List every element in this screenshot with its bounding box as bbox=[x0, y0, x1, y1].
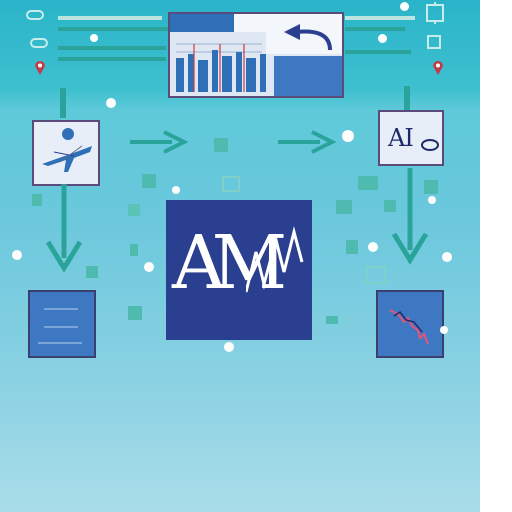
top-rail-right-2 bbox=[345, 27, 405, 31]
location-pin-icon bbox=[433, 61, 443, 75]
panel-header-dark bbox=[170, 14, 234, 32]
decor-dot bbox=[90, 34, 98, 42]
center-tile-text: AM bbox=[172, 220, 287, 306]
bottom-left-tile-line bbox=[44, 308, 78, 310]
decor-dot bbox=[442, 252, 452, 262]
decor-dot bbox=[12, 250, 22, 260]
decor-square bbox=[222, 176, 240, 192]
decor-dot bbox=[224, 342, 234, 352]
center-tile: AM bbox=[166, 200, 312, 340]
bottom-right-tile bbox=[376, 290, 444, 358]
scribble-graphic bbox=[389, 309, 429, 345]
chip-icon bbox=[427, 35, 441, 49]
top-panel bbox=[168, 12, 344, 98]
top-rail-right bbox=[345, 16, 415, 20]
chart-bar bbox=[198, 60, 208, 92]
right-vertical-connector bbox=[404, 86, 410, 110]
curved-back-arrow-icon bbox=[284, 24, 332, 51]
diagram-canvas: AI AM bbox=[0, 0, 480, 512]
decor-dot bbox=[378, 34, 387, 43]
arrow-right-right bbox=[278, 130, 336, 154]
chart-bar bbox=[176, 58, 184, 92]
bottom-left-tile-line bbox=[38, 342, 82, 344]
swirl-icon bbox=[421, 139, 439, 151]
chart-bar bbox=[222, 56, 232, 92]
location-pin-icon bbox=[35, 61, 45, 75]
right-tile-text: AI bbox=[388, 124, 414, 152]
panel-header-light bbox=[234, 14, 266, 32]
link-icon bbox=[26, 10, 44, 20]
arrow-right-left bbox=[130, 130, 188, 154]
decor-dot bbox=[342, 130, 354, 142]
decor-square bbox=[358, 176, 378, 190]
decor-square bbox=[214, 138, 228, 152]
arrow-down-left bbox=[45, 184, 83, 273]
chart-bar bbox=[246, 58, 256, 92]
chart-bar bbox=[188, 54, 194, 92]
decor-dot bbox=[428, 196, 436, 204]
panel-right-block bbox=[274, 56, 342, 96]
bottom-left-tile bbox=[28, 290, 96, 358]
chart-bar bbox=[236, 52, 242, 92]
decor-square bbox=[86, 266, 98, 278]
decor-square bbox=[336, 200, 352, 214]
decor-dot bbox=[440, 326, 448, 334]
decor-square bbox=[366, 266, 386, 284]
bottom-left-tile-line bbox=[44, 326, 78, 328]
chart-bar bbox=[212, 50, 218, 92]
decor-dot bbox=[106, 98, 116, 108]
chip-icon bbox=[426, 2, 444, 24]
top-rail-mid bbox=[58, 27, 168, 31]
decor-dot bbox=[400, 2, 409, 11]
chart-bar bbox=[260, 54, 266, 92]
top-rail-low-right bbox=[345, 50, 411, 54]
right-tile: AI bbox=[378, 110, 444, 166]
top-rail-upper bbox=[58, 16, 162, 20]
decor-square bbox=[346, 240, 358, 254]
top-panel-graphic bbox=[170, 14, 342, 96]
left-vertical-connector bbox=[60, 88, 66, 118]
top-rail-low-left-2 bbox=[58, 57, 166, 61]
decor-square bbox=[130, 244, 138, 256]
decor-square bbox=[142, 174, 156, 188]
arrow-down-right bbox=[391, 168, 429, 265]
decor-dot bbox=[172, 186, 180, 194]
decor-square bbox=[128, 306, 142, 320]
left-tile bbox=[32, 120, 100, 186]
waveform-icon bbox=[246, 226, 304, 293]
decor-square bbox=[424, 180, 438, 194]
decor-square bbox=[326, 316, 338, 324]
decor-dot bbox=[144, 262, 154, 272]
decor-square bbox=[128, 204, 140, 216]
right-white-margin bbox=[480, 0, 512, 512]
decor-square bbox=[384, 200, 396, 212]
link-icon bbox=[30, 38, 48, 48]
airplane-icon bbox=[42, 128, 92, 172]
decor-dot bbox=[368, 242, 378, 252]
top-rail-low-left bbox=[58, 46, 166, 50]
decor-square bbox=[32, 194, 42, 206]
